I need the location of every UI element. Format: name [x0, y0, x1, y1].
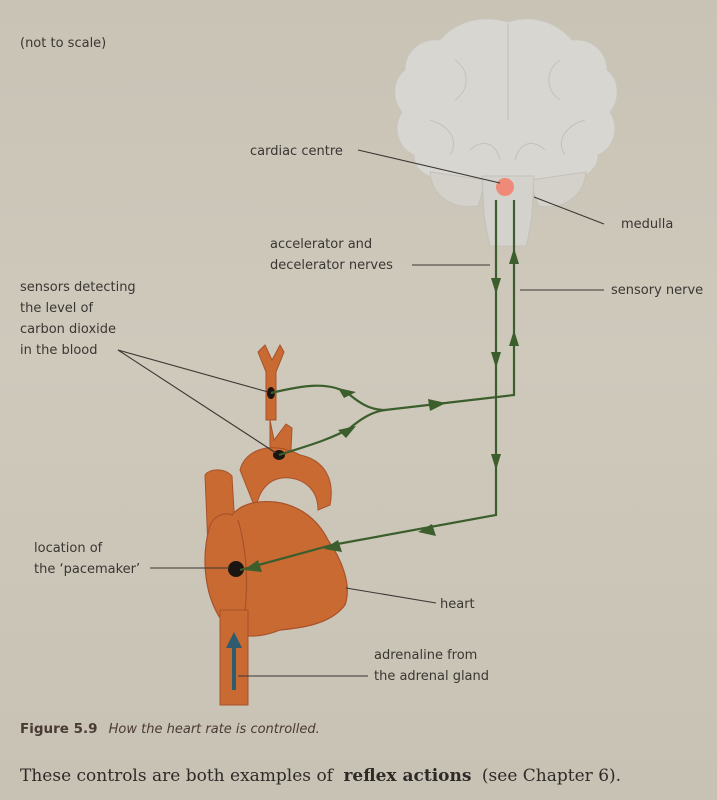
label-sensors-1: sensors detecting	[20, 280, 136, 295]
sensory-nerve-line	[384, 200, 516, 412]
body-paragraph: These controls are both examples of refl…	[20, 766, 621, 786]
label-sensory-nerve: sensory nerve	[611, 283, 703, 298]
body-text-before: These controls are both examples of	[20, 766, 338, 786]
label-accelerator-1: accelerator and	[270, 237, 372, 252]
label-sensors-4: in the blood	[20, 343, 97, 358]
label-adrenaline-1: adrenaline from	[374, 648, 477, 663]
not-to-scale-note: (not to scale)	[20, 36, 106, 51]
label-pacemaker-2: the ‘pacemaker’	[34, 562, 140, 577]
brain	[394, 18, 618, 247]
figure-number: Figure 5.9	[20, 721, 98, 737]
label-adrenaline-2: the adrenal gland	[374, 669, 489, 684]
figure-caption: Figure 5.9 How the heart rate is control…	[20, 718, 320, 737]
leader-lines	[117, 149, 605, 677]
heart	[204, 343, 348, 706]
label-sensors-3: carbon dioxide	[20, 322, 116, 337]
body-text-after: (see Chapter 6).	[477, 766, 622, 786]
pacemaker-dot	[228, 561, 244, 577]
label-pacemaker-1: location of	[34, 541, 103, 556]
brain-cerebellum	[429, 171, 487, 208]
label-cardiac-centre: cardiac centre	[250, 144, 343, 159]
label-medulla: medulla	[621, 217, 673, 232]
body-text-bold: reflex actions	[343, 766, 471, 786]
nerves	[239, 200, 519, 572]
cardiac-centre	[496, 178, 514, 196]
label-accelerator-2: decelerator nerves	[270, 258, 393, 273]
brain-cerebrum	[394, 18, 618, 186]
label-heart: heart	[440, 597, 475, 612]
label-sensors-2: the level of	[20, 301, 93, 316]
figure-title: How the heart rate is controlled.	[109, 722, 320, 737]
